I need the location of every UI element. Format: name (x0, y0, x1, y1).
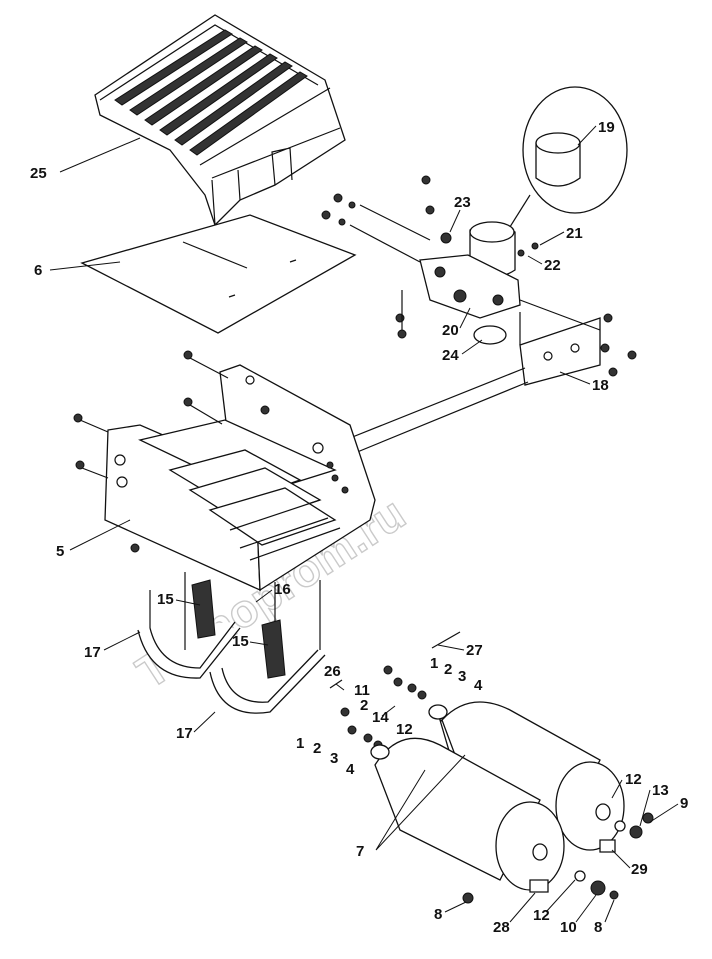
label-10: 10 (560, 919, 577, 936)
battery-mat (80, 214, 357, 334)
label-22: 22 (544, 257, 561, 274)
label-2-mid: 2 (360, 697, 368, 714)
label-3-top: 3 (458, 668, 466, 685)
label-17-top: 17 (84, 644, 101, 661)
label-29: 29 (631, 861, 648, 878)
label-28: 28 (493, 919, 510, 936)
battery-box-frame (73, 350, 376, 592)
label-25: 25 (30, 165, 47, 182)
label-15-left: 15 (157, 591, 174, 608)
label-1-bottom: 1 (296, 735, 304, 752)
dryer-bracket (519, 299, 637, 386)
leader-lines (49, 125, 679, 923)
label-19: 19 (598, 119, 615, 136)
label-1-top: 1 (430, 655, 438, 672)
label-5: 5 (56, 543, 64, 560)
battery-straps (137, 572, 326, 714)
label-21: 21 (566, 225, 583, 242)
label-9: 9 (680, 795, 688, 812)
label-23: 23 (454, 194, 471, 211)
label-12-right: 12 (625, 771, 642, 788)
label-15-right: 15 (232, 633, 249, 650)
label-11: 11 (354, 682, 370, 699)
label-4-top: 4 (474, 677, 483, 694)
battery-cover (94, 14, 346, 227)
label-2-bottom: 2 (313, 740, 321, 757)
label-13: 13 (652, 782, 669, 799)
label-16: 16 (274, 581, 291, 598)
mounting-rail (344, 367, 529, 456)
label-6: 6 (34, 262, 42, 279)
label-2-top: 2 (444, 661, 452, 678)
rubber-blocks (191, 579, 286, 679)
label-20: 20 (442, 322, 459, 339)
label-14: 14 (372, 709, 389, 726)
label-26: 26 (324, 663, 341, 680)
air-dryer-assembly (321, 86, 628, 345)
label-4-bottom: 4 (346, 761, 355, 778)
label-17-bottom: 17 (176, 725, 193, 742)
label-12-bottom: 12 (533, 907, 550, 924)
label-12-mid: 12 (396, 721, 413, 738)
label-7: 7 (356, 843, 364, 860)
air-tanks (374, 701, 625, 891)
label-27: 27 (466, 642, 483, 659)
label-3-bottom: 3 (330, 750, 338, 767)
label-8-left: 8 (434, 906, 442, 923)
label-8-right: 8 (594, 919, 602, 936)
part-labels: 25 6 19 23 21 22 20 24 18 5 15 16 17 15 … (30, 119, 688, 936)
label-18: 18 (592, 377, 609, 394)
label-24: 24 (442, 347, 459, 364)
